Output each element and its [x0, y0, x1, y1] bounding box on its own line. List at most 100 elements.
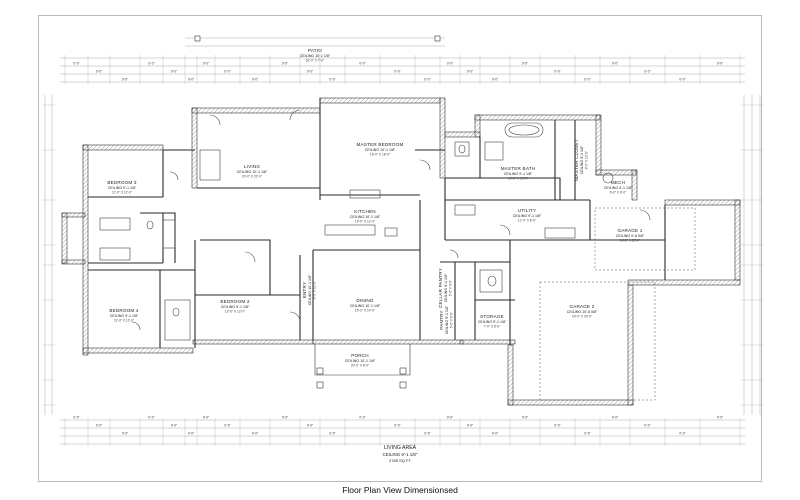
living-area-summary: LIVING AREA CEILING 9'-1 1/8" 2765 SQ FT: [383, 445, 418, 463]
room-name: BEDROOM 3: [107, 180, 137, 185]
dimension-label: 0'-0": [467, 424, 473, 428]
living-area-size: 2765 SQ FT: [389, 458, 411, 463]
room-name: GARAGE 1: [617, 228, 642, 233]
room-ceiling: CEILING 10' 1 1/8": [300, 54, 331, 58]
room-dims: 11'-0" X 8'-0": [518, 219, 536, 223]
room-ceiling: CEILING 9'-1 1/8": [504, 172, 533, 176]
dimension-label: 0'-0": [394, 424, 400, 428]
room-dims: 10'-0" X 13'-0": [508, 177, 528, 181]
dimension-label: 0'-0": [282, 416, 288, 420]
dimension-label: 0'-0": [307, 424, 313, 428]
room-dims: 7'-0" X 8'-0": [484, 325, 501, 329]
dimension-label: 0'-0": [188, 78, 194, 82]
dimension-label: 0'-0": [359, 62, 365, 66]
room-ceiling: CEILING 9'-1 1/8": [604, 186, 633, 190]
room-ceiling: CEILING 10'-1 1/8": [350, 215, 381, 219]
dimension-label: 0'-0": [73, 62, 79, 66]
room-dims: 20'-0" X 8'-0": [351, 364, 369, 368]
room-dims: 15'-0" X 12'-0": [355, 220, 375, 224]
dimension-label: 0'-0": [717, 62, 723, 66]
dimension-label: 0'-0": [359, 416, 365, 420]
dimension-label: 0'-0": [584, 78, 590, 82]
dimension-label: 0'-0": [122, 78, 128, 82]
room-dims: 14'-0" X 22'-0": [620, 239, 640, 243]
room-ceiling: CEILING 10'-1 1/8": [345, 359, 376, 363]
room-name: UTILITY: [518, 208, 537, 213]
dimension-label: 0'-0": [522, 416, 528, 420]
room-dims: 6'-0" X 12'-0": [313, 281, 317, 299]
dimension-label: 0'-0": [224, 424, 230, 428]
room-ceiling: CEILING 9'-1 1/8": [445, 305, 449, 334]
dimension-label: 0'-0": [492, 432, 498, 436]
dimension-label: 0'-0": [122, 432, 128, 436]
room-dims: 16'-0" X 18'-0": [370, 153, 390, 157]
room-ceiling: CEILING 9'-1 1/8": [580, 145, 584, 174]
room-name: PANTRY: [439, 310, 444, 329]
dimension-label: 0'-0": [717, 416, 723, 420]
garage-door-outlines: [539, 207, 696, 401]
dimension-label: 0'-0": [447, 416, 453, 420]
dimension-label: 0'-0": [679, 432, 685, 436]
dimension-label: 0'-0": [492, 78, 498, 82]
room-dims: 52'-0" X 7'-0": [306, 59, 324, 63]
interior-walls: [88, 98, 666, 348]
room-name: STORAGE: [480, 314, 504, 319]
room-dims: 11'-0" X 12'-0": [114, 319, 134, 323]
dimension-labels: 0'-0" 0'-0" 0'-0" 0'-0" 0'-0" 0'-0" 0'-0" 0'-0"…: [73, 62, 723, 436]
dimension-label: 0'-0": [612, 62, 618, 66]
room-name: BEDROOM 4: [109, 308, 139, 313]
room-name: ENTRY: [302, 282, 307, 299]
room-ceiling: CEILING 12'-1 1/8": [237, 170, 268, 174]
dimension-label: 0'-0": [679, 78, 685, 82]
room-ceiling: CEILING 9'-8 5/8": [616, 234, 645, 238]
dimension-label: 0'-0": [467, 70, 473, 74]
room-ceiling: CEILING 10'-1 1/8": [350, 304, 381, 308]
dimension-label: 0'-0": [73, 416, 79, 420]
dimension-label: 0'-0": [252, 78, 258, 82]
room-dims: 5'-0" X 6'-0": [450, 312, 454, 329]
room-dims: 24'-0" X 30'-0": [572, 315, 592, 319]
room-name: PATIO: [308, 48, 322, 53]
room-name: MASTER BEDROOM: [357, 142, 404, 147]
room-dims: 12'-0" X 12'-0": [225, 310, 245, 314]
living-area-title: LIVING AREA: [384, 445, 417, 451]
living-area-ceiling: CEILING 9'-1 1/8": [383, 452, 418, 457]
room-name: MASTER BATH: [501, 166, 536, 171]
room-ceiling: CEILING 9'-1 1/8": [444, 273, 448, 302]
room-name: MASTER CLOSET: [574, 139, 579, 180]
room-dims: 5'-0" X 8'-0": [449, 280, 453, 297]
dimension-label: 0'-0": [584, 432, 590, 436]
dimension-extension-lines: [42, 55, 763, 446]
room-name: PORCH: [351, 353, 369, 358]
room-dims: 15'-0" X 14'-0": [355, 309, 375, 313]
porch-posts: [194, 35, 441, 389]
dimension-grid: [44, 37, 761, 445]
room-name: CELLAR PANTRY: [438, 268, 443, 308]
room-ceiling: CEILING 9'-1 1/8": [108, 186, 137, 190]
dimension-label: 0'-0": [644, 70, 650, 74]
room-dims: 6'-0" X 6'-0": [610, 191, 627, 195]
room-ceiling: CEILING 9'-1 1/8": [110, 314, 139, 318]
dimension-label: 0'-0": [171, 70, 177, 74]
dimension-label: 0'-0": [307, 70, 313, 74]
room-ceiling: CEILING 9'-1 1/8": [221, 305, 250, 309]
exterior-walls: [61, 97, 741, 406]
dimension-label: 0'-0": [612, 416, 618, 420]
fixtures: [99, 109, 651, 341]
